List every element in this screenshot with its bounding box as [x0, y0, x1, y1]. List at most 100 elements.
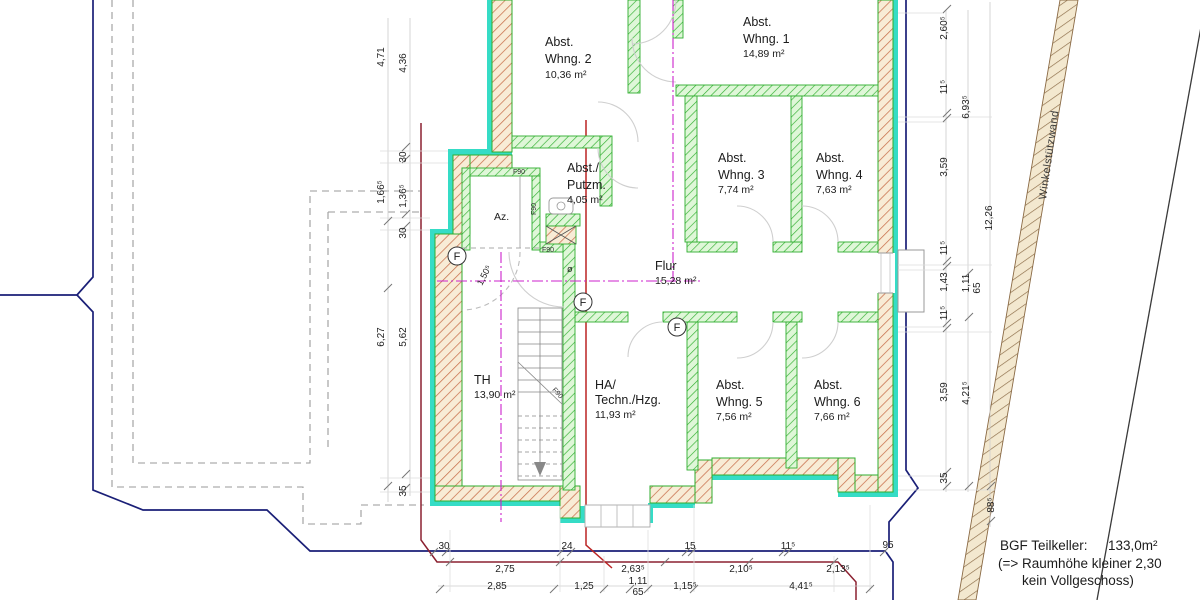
- room-flur: Flur 15,28 m²: [655, 259, 697, 287]
- room-whng6: Abst. Whng. 6 7,66 m²: [814, 378, 861, 423]
- dim-label: 35: [398, 485, 409, 497]
- dim-label: 1,15⁵: [673, 581, 697, 592]
- room-name: Flur: [655, 259, 677, 273]
- dim-label: 1,36⁵: [398, 184, 409, 208]
- room-az: Az.: [494, 211, 509, 223]
- room-name: HA/: [595, 378, 616, 392]
- site-dashed-outlines: [111, 0, 424, 525]
- dim-label: 30: [398, 151, 409, 163]
- room-name: Abst./: [567, 161, 599, 175]
- duct-box: [545, 225, 577, 245]
- room-whng3: Abst. Whng. 3 7,74 m²: [718, 151, 765, 196]
- dim-label: 1,11: [629, 576, 648, 587]
- room-name: Abst.: [718, 151, 747, 165]
- room-name: Whng. 2: [545, 52, 592, 66]
- dim-label: 24: [561, 541, 573, 552]
- dim-label: 11⁵: [939, 241, 950, 256]
- dim-label: 11⁵: [939, 80, 950, 95]
- dim-label: 12,26: [984, 205, 995, 230]
- dim-label: 3,59: [939, 382, 950, 402]
- room-area: 15,28 m²: [655, 275, 697, 287]
- bgf-note: BGF Teilkeller: 133,0m² (=> Raumhöhe kle…: [998, 538, 1162, 588]
- dim-label: 3,59: [939, 157, 950, 177]
- dim-label: 1,66⁵: [376, 180, 387, 204]
- room-area: 11,93 m²: [595, 409, 636, 421]
- old-boundary-lines: [420, 120, 857, 600]
- bgf-note-line3: kein Vollgeschoss): [1022, 573, 1134, 588]
- lightwell-window: [876, 249, 925, 313]
- dim-label: 65: [632, 587, 644, 598]
- dim-label: 11⁵: [939, 306, 950, 321]
- wc-fixture-bowl: [556, 201, 566, 211]
- room-name: TH: [474, 373, 491, 387]
- f-symbol: F: [447, 246, 467, 266]
- fixtures: [462, 176, 577, 249]
- dim-label: 15: [684, 541, 696, 552]
- dim-label: 4,36: [398, 53, 409, 73]
- room-whng1: Abst. Whng. 1 14,89 m²: [743, 15, 790, 60]
- room-name: Abst.: [545, 35, 574, 49]
- interior-walls: [461, 0, 879, 491]
- room-area: 13,90 m²: [474, 389, 516, 401]
- f90-label: F90: [531, 203, 538, 215]
- lightwell-box: [897, 249, 925, 313]
- f-symbol-label: F: [454, 251, 461, 263]
- dimension-labels: 4,71 1,66⁵ 6,27 4,36 30 1,36⁵ 30 5,62 35…: [376, 16, 997, 598]
- dim-label: 1,43: [939, 272, 950, 292]
- room-area: 4,05 m²: [567, 194, 603, 206]
- dim-label: 2,60⁵: [939, 16, 950, 40]
- f90-label: F90: [542, 247, 554, 254]
- section-axes: [437, 0, 700, 522]
- room-name: Whng. 4: [816, 168, 863, 182]
- site-diagonal-line: [1096, 28, 1200, 600]
- dim-label: 5,62: [398, 327, 409, 347]
- dimension-ticks: [383, 4, 996, 594]
- room-area: 7,66 m²: [814, 411, 850, 423]
- room-name: Abst.: [716, 378, 745, 392]
- room-whng2: Abst. Whng. 2 10,36 m²: [545, 35, 592, 81]
- f-symbol: F: [667, 317, 687, 337]
- dim-label: 2,13⁵: [826, 564, 850, 575]
- insulation-strips: [430, 0, 898, 523]
- room-area: 10,36 m²: [545, 69, 587, 81]
- room-th: TH 13,90 m²: [474, 373, 516, 401]
- room-name: Abst.: [816, 151, 845, 165]
- dim-label: 95: [882, 540, 894, 551]
- room-name: Techn./Hzg.: [595, 393, 661, 407]
- dim-label: 2,75: [495, 564, 515, 575]
- fire-rating-marks: F F F F90 F90 F90 F90 ø 1,50⁵: [447, 169, 687, 400]
- dim-label: 1,25: [574, 581, 594, 592]
- dim-label: 11⁵: [781, 541, 796, 552]
- f-symbol-label: F: [580, 297, 587, 309]
- f-symbol: F: [573, 292, 593, 312]
- dim-label: 35: [939, 472, 950, 484]
- room-area: 7,74 m²: [718, 184, 754, 196]
- retaining-wall: [957, 0, 1200, 600]
- bgf-note-label: BGF Teilkeller:: [1000, 538, 1088, 553]
- property-boundary-lines: [0, 0, 920, 600]
- room-name: Abst.: [814, 378, 843, 392]
- room-ha: HA/ Techn./Hzg. 11,93 m²: [595, 378, 661, 421]
- dim-label: 2,63⁵: [621, 564, 645, 575]
- room-name: Abst.: [743, 15, 772, 29]
- wc-fixture: [548, 197, 574, 215]
- dim-label: 2,85: [487, 581, 507, 592]
- room-name: Whng. 3: [718, 168, 765, 182]
- bgf-note-line2: (=> Raumhöhe kleiner 2,30: [998, 556, 1162, 571]
- dim-label: 4,41⁵: [789, 581, 813, 592]
- room-area: 14,89 m²: [743, 48, 785, 60]
- room-whng4: Abst. Whng. 4 7,63 m²: [816, 151, 863, 196]
- staircase: [517, 307, 563, 481]
- room-whng5: Abst. Whng. 5 7,56 m²: [716, 378, 763, 423]
- dim-label: 30: [438, 541, 450, 552]
- room-name: Putzm.: [567, 178, 606, 192]
- entrance-steps: [584, 504, 651, 528]
- dim-label: 4,71: [376, 47, 387, 67]
- dim-label: 30: [398, 227, 409, 239]
- room-name: Whng. 6: [814, 395, 861, 409]
- room-name: Az.: [494, 211, 509, 223]
- room-area: 7,63 m²: [816, 184, 852, 196]
- f90-label: F90: [513, 169, 525, 176]
